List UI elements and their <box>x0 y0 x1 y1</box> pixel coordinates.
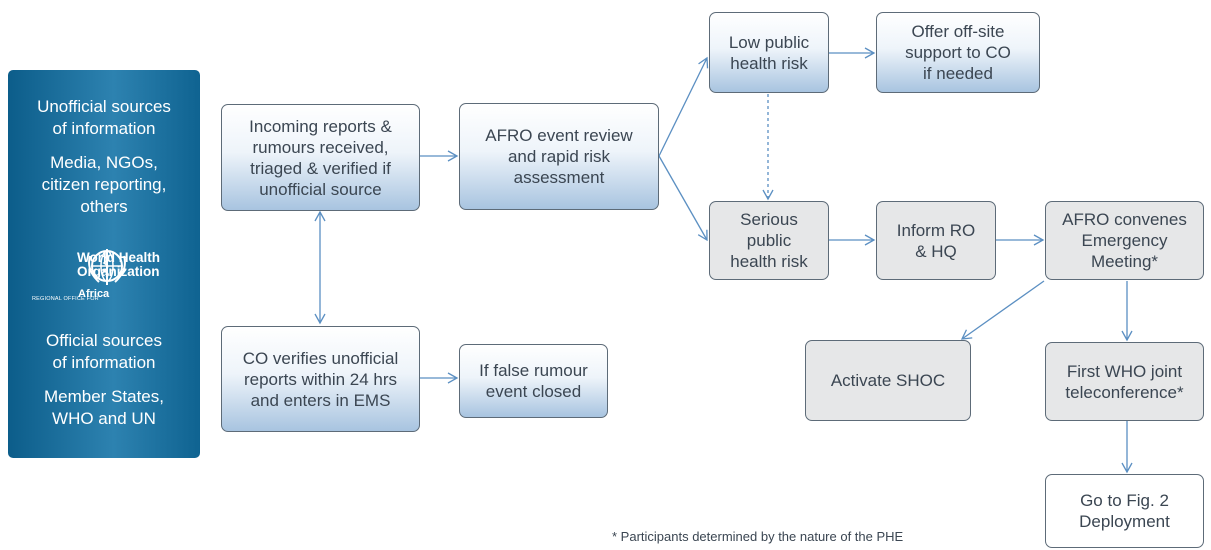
afro-convenes-box: AFRO convenes Emergency Meeting* <box>1045 201 1204 280</box>
serious-risk-text: Serious public health risk <box>730 210 808 271</box>
information-sources-panel: Unofficial sources of information Media,… <box>8 70 200 458</box>
co-verifies-box: CO verifies unofficial reports within 24… <box>221 326 420 432</box>
who-logo-region: Africa <box>78 288 110 300</box>
activate-shoc-text: Activate SHOC <box>830 371 946 390</box>
unofficial-sources-title: Unofficial sources of information <box>37 97 171 138</box>
official-sources-title: Official sources of information <box>46 331 162 372</box>
first-teleconf-box: First WHO joint teleconference* <box>1045 342 1204 421</box>
afro-review-text: AFRO event review and rapid risk assessm… <box>485 126 633 187</box>
who-emblem-icon <box>88 249 126 285</box>
who-logo-subtitle: REGIONAL OFFICE FOR <box>32 296 99 302</box>
go-fig2-box: Go to Fig. 2 Deployment <box>1045 474 1204 548</box>
official-sources-examples: Member States, WHO and UN <box>44 387 164 428</box>
footnote: * Participants determined by the nature … <box>612 529 904 544</box>
arrow-convenes-to-shoc <box>960 280 1045 340</box>
false-rumour-box: If false rumour event closed <box>459 344 608 418</box>
incoming-reports-text: Incoming reports & rumours received, tri… <box>249 116 392 199</box>
activate-shoc-box: Activate SHOC <box>805 340 971 421</box>
first-teleconf-text: First WHO joint teleconference* <box>1065 361 1184 402</box>
afro-review-box: AFRO event review and rapid risk assessm… <box>459 103 659 210</box>
incoming-reports-box: Incoming reports & rumours received, tri… <box>221 104 420 211</box>
inform-ro-hq-box: Inform RO & HQ <box>876 201 996 280</box>
offsite-support-box: Offer off-site support to CO if needed <box>876 12 1040 93</box>
who-logo-name: World Health Organization <box>77 250 161 279</box>
serious-risk-box: Serious public health risk <box>709 201 829 280</box>
inform-ro-hq-text: Inform RO & HQ <box>896 220 976 261</box>
who-afro-logo: World Health Organization REGIONAL OFFIC… <box>32 248 182 302</box>
low-risk-box: Low public health risk <box>709 12 829 93</box>
unofficial-sources-examples: Media, NGOs, citizen reporting, others <box>41 153 167 216</box>
afro-convenes-text: AFRO convenes Emergency Meeting* <box>1062 210 1187 271</box>
go-fig2-text: Go to Fig. 2 Deployment <box>1079 491 1170 531</box>
co-verifies-text: CO verifies unofficial reports within 24… <box>242 348 399 410</box>
false-rumour-text: If false rumour event closed <box>479 361 588 401</box>
low-risk-text: Low public health risk <box>728 32 810 73</box>
arrow-review-to-serious-risk <box>658 155 708 242</box>
offsite-support-text: Offer off-site support to CO if needed <box>905 22 1011 83</box>
arrow-review-to-low-risk <box>658 56 709 157</box>
